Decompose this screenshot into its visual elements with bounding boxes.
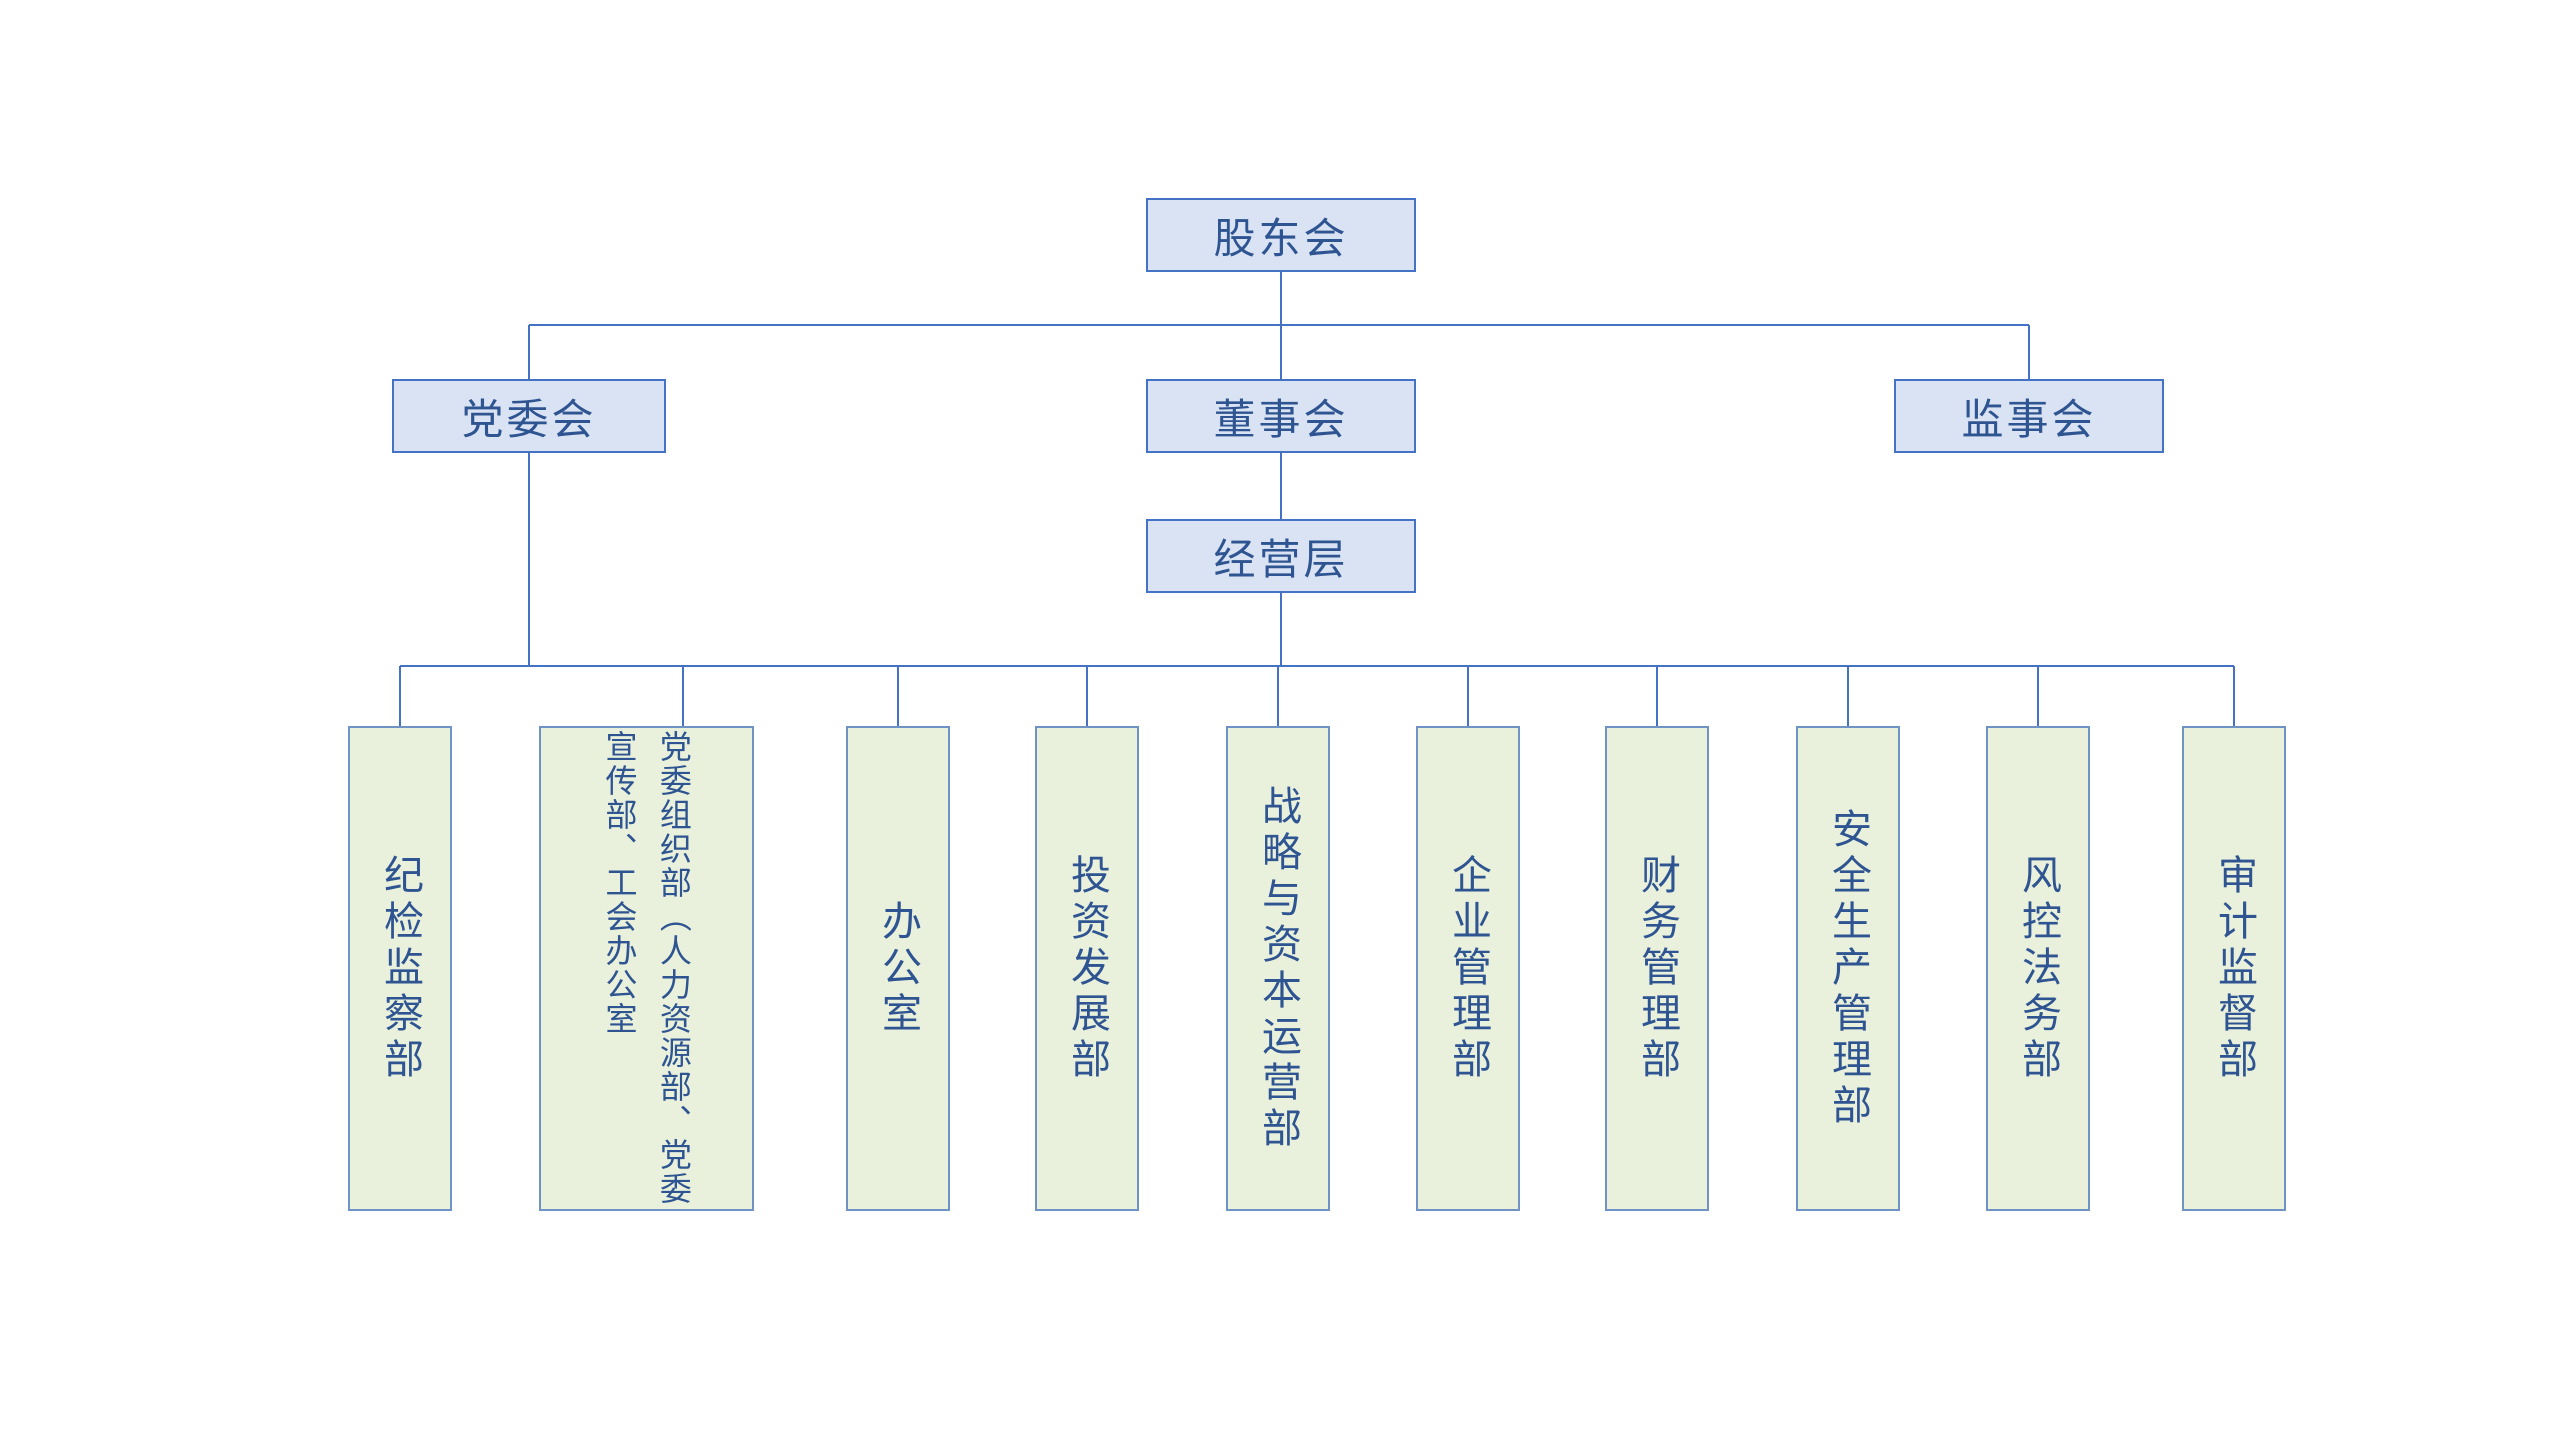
node-label: 董事会 [1213, 394, 1349, 444]
node-label: 股东会 [1213, 213, 1349, 263]
node-party-committee: 党委会 [392, 379, 666, 453]
dept-label: 企业管理部 [1445, 853, 1491, 1084]
dept-strategy-capital-operations: 战略与资本运营部 [1226, 726, 1330, 1211]
node-management-level: 经营层 [1146, 519, 1416, 593]
dept-discipline-inspection: 纪检监察部 [348, 726, 452, 1211]
dept-audit-supervision: 审计监督部 [2182, 726, 2286, 1211]
dept-label: 党委组织部（人力资源部、党委宣传部、工会办公室 [600, 729, 693, 1206]
dept-label: 财务管理部 [1634, 853, 1680, 1084]
dept-label: 投资发展部 [1064, 853, 1110, 1084]
dept-label: 风控法务部 [2015, 853, 2061, 1084]
dept-safety-production-management: 安全生产管理部 [1796, 726, 1900, 1211]
node-label: 经营层 [1213, 534, 1349, 584]
node-label: 监事会 [1961, 394, 2097, 444]
dept-financial-management: 财务管理部 [1605, 726, 1709, 1211]
dept-label: 纪检监察部 [377, 853, 423, 1084]
node-supervisory-board: 监事会 [1894, 379, 2164, 453]
dept-general-office: 办公室 [846, 726, 950, 1211]
dept-label: 办公室 [875, 899, 921, 1038]
dept-risk-control-legal: 风控法务部 [1986, 726, 2090, 1211]
dept-label: 战略与资本运营部 [1255, 784, 1301, 1153]
node-label: 党委会 [461, 394, 597, 444]
dept-label: 审计监督部 [2211, 853, 2257, 1084]
node-board-of-directors: 董事会 [1146, 379, 1416, 453]
node-shareholders-meeting: 股东会 [1146, 198, 1416, 272]
dept-label: 安全生产管理部 [1825, 807, 1871, 1130]
dept-party-organization: 党委组织部（人力资源部、党委宣传部、工会办公室 [539, 726, 754, 1211]
dept-investment-development: 投资发展部 [1035, 726, 1139, 1211]
dept-enterprise-management: 企业管理部 [1416, 726, 1520, 1211]
